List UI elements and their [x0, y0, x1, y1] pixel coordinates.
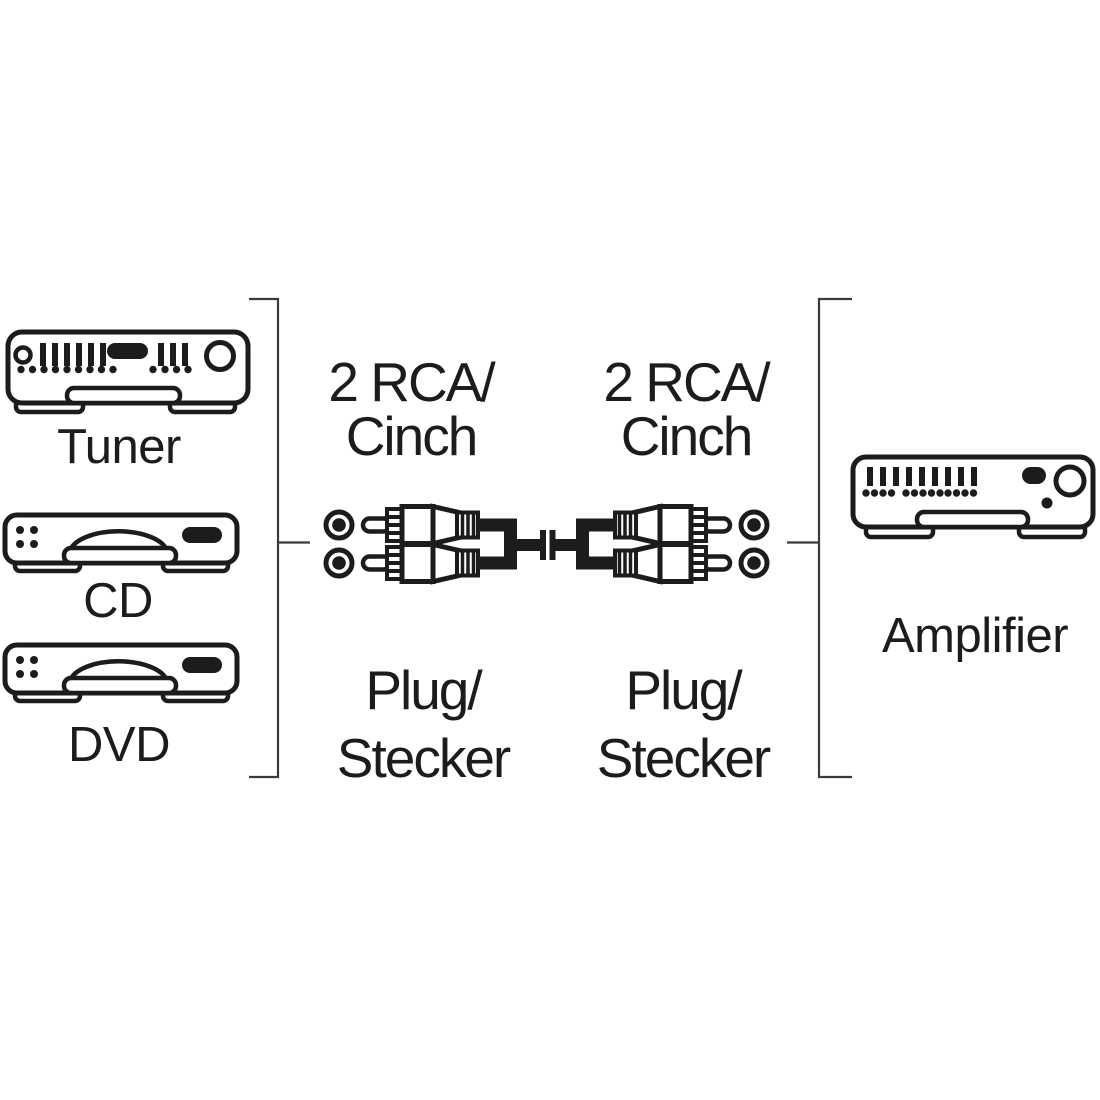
left-connector-type-line1: 2 RCA/	[328, 351, 496, 413]
rca-socket-left-bottom	[323, 547, 355, 579]
sources-bracket	[249, 297, 310, 779]
rca-socket-left-top	[323, 509, 355, 541]
tuner-icon	[5, 329, 251, 415]
cable-length-break-icon	[540, 530, 556, 560]
rca-plug-right-bottom	[615, 545, 730, 582]
amplifier-power-button	[1041, 497, 1053, 509]
cd-player-icon	[5, 515, 237, 571]
amplifier-buttons	[867, 467, 977, 486]
tuner-knob	[204, 340, 236, 372]
amplifier-display	[1022, 467, 1046, 484]
amplifier-small-buttons	[862, 489, 978, 497]
cd-label: CD	[83, 574, 153, 628]
right-connector-kind-line1: Plug/	[625, 659, 743, 721]
tuner-display	[107, 343, 148, 359]
amplifier-icon	[850, 454, 1096, 540]
amplifier-bracket	[787, 297, 852, 779]
rca-plug-left-top	[363, 507, 478, 544]
right-connector-type-line2: Cinch	[621, 405, 752, 467]
rca-socket-right-bottom	[738, 547, 770, 579]
amplifier-tray-recess	[914, 509, 1031, 530]
left-connector-kind-line2: Stecker	[337, 727, 511, 789]
tuner-small-knob	[13, 345, 33, 365]
dvd-label: DVD	[68, 718, 170, 772]
rca-plug-right-top	[615, 507, 730, 544]
right-connector-kind-line2: Stecker	[597, 727, 771, 789]
left-connector-kind-line1: Plug/	[365, 659, 483, 721]
rca-cable-icon	[323, 507, 770, 582]
cable-cord	[475, 518, 618, 570]
tuner-label: Tuner	[57, 420, 181, 474]
amplifier-knob	[1053, 464, 1087, 498]
tuner-small-buttons	[17, 365, 192, 374]
tuner-buttons	[40, 343, 106, 366]
left-connector-type-line2: Cinch	[346, 405, 477, 467]
rca-socket-right-top	[738, 509, 770, 541]
dvd-player-icon	[5, 645, 237, 701]
right-connector-type-line1: 2 RCA/	[603, 351, 771, 413]
amplifier-label: Amplifier	[882, 609, 1068, 663]
tuner-tray-recess	[64, 385, 183, 406]
tuner-buttons-right	[158, 343, 188, 366]
rca-plug-left-bottom	[363, 545, 478, 582]
